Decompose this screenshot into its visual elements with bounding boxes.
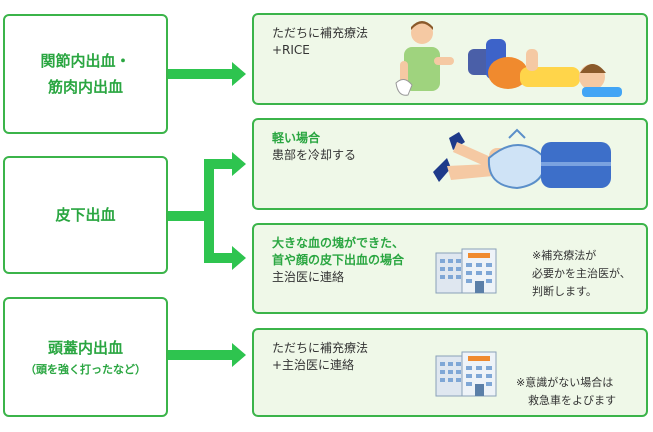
ice-pack-leg-icon bbox=[433, 128, 611, 190]
action-head-note-line-1: ※意識がない場合は bbox=[516, 376, 614, 389]
action-severe-highlight-1: 大きな血の塊ができた、 bbox=[272, 236, 405, 250]
action-mild-line-1: 患部を冷却する bbox=[272, 148, 357, 162]
action-rice-box: ただちに補充療法 +RICE bbox=[252, 13, 648, 105]
action-severe-box: 大きな血の塊ができた、 首や顔の皮下出血の場合 主治医に連絡 ※補充療法が 必要… bbox=[252, 223, 648, 314]
hospital-icon bbox=[435, 248, 497, 294]
category-joint-muscle-bleeding: 関節内出血・ 筋肉内出血 bbox=[3, 14, 168, 134]
action-severe-text: 大きな血の塊ができた、 首や顔の皮下出血の場合 主治医に連絡 bbox=[272, 235, 404, 286]
action-rice-line-1: ただちに補充療法 bbox=[272, 26, 369, 40]
action-severe-note-line-1: ※補充療法が bbox=[532, 249, 597, 262]
arrow-joint-to-rice bbox=[168, 62, 246, 86]
action-severe-note-line-2: 必要かを主治医が、 bbox=[532, 267, 631, 280]
action-mild-highlight: 軽い場合 bbox=[272, 131, 321, 145]
nurse-icon bbox=[395, 21, 454, 96]
action-mild-text: 軽い場合 患部を冷却する bbox=[272, 130, 356, 164]
action-severe-highlight-2: 首や顔の皮下出血の場合 bbox=[272, 253, 405, 267]
arrow-head-to-action bbox=[168, 343, 246, 367]
action-head-line-2: +主治医に連絡 bbox=[272, 358, 355, 372]
category-head-title: 頭蓋内出血 bbox=[47, 339, 123, 357]
lying-patient-icon bbox=[468, 39, 622, 97]
category-joint-line-1: 関節内出血・ bbox=[40, 52, 131, 70]
hospital-icon bbox=[435, 351, 497, 397]
action-severe-line-1: 主治医に連絡 bbox=[272, 270, 345, 284]
category-joint-line-2: 筋肉内出血 bbox=[47, 78, 123, 96]
category-subcutaneous-label: 皮下出血 bbox=[55, 206, 116, 224]
action-severe-note: ※補充療法が 必要かを主治医が、 判断します。 bbox=[532, 247, 631, 301]
category-head-subtitle: （頭を強く打ったなど） bbox=[25, 363, 146, 376]
action-head-box: ただちに補充療法 +主治医に連絡 ※意識がない場合は 救急車をよびます bbox=[252, 328, 648, 417]
arrow-subcutaneous-bracket bbox=[168, 152, 246, 270]
action-head-note-line-2: 救急車をよびます bbox=[528, 394, 616, 407]
action-rice-text: ただちに補充療法 +RICE bbox=[272, 25, 368, 59]
action-head-text: ただちに補充療法 +主治医に連絡 bbox=[272, 340, 368, 374]
action-mild-box: 軽い場合 患部を冷却する bbox=[252, 118, 648, 210]
action-rice-line-2: +RICE bbox=[272, 43, 310, 57]
category-intracranial-bleeding: 頭蓋内出血 （頭を強く打ったなど） bbox=[3, 297, 168, 417]
action-head-note: ※意識がない場合は 救急車をよびます bbox=[516, 374, 616, 410]
category-subcutaneous-bleeding: 皮下出血 bbox=[3, 156, 168, 274]
action-head-line-1: ただちに補充療法 bbox=[272, 341, 369, 355]
action-severe-note-line-3: 判断します。 bbox=[532, 285, 597, 298]
